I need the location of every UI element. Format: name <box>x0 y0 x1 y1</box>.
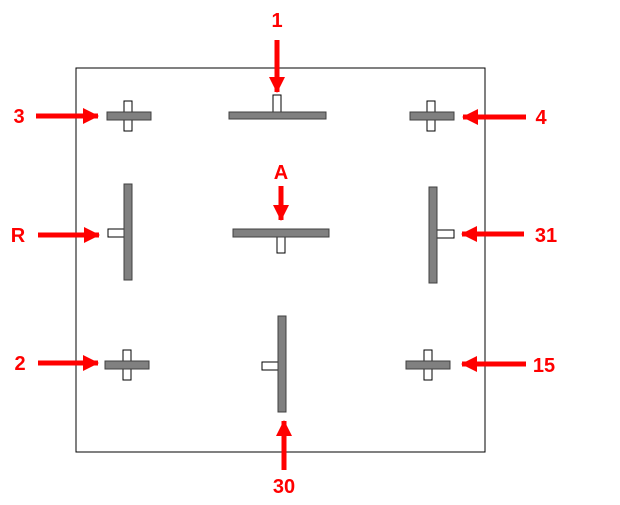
terminal-30-tab <box>261 361 280 371</box>
label-31: 31 <box>535 225 557 247</box>
terminal-r-tab <box>107 228 126 238</box>
terminal-a-tab <box>276 235 286 254</box>
label-4: 4 <box>535 107 547 129</box>
terminal-r <box>107 183 133 281</box>
label-a: A <box>274 162 288 184</box>
terminal-4 <box>409 100 455 132</box>
terminal-a <box>232 228 330 254</box>
terminal-31 <box>428 186 455 284</box>
label-r: R <box>11 225 26 247</box>
terminal-30-blade <box>277 315 287 413</box>
terminal-3-blade <box>106 111 152 121</box>
label-1: 1 <box>271 10 282 32</box>
terminal-31-blade <box>428 186 438 284</box>
terminal-1-blade <box>228 111 327 120</box>
terminal-30 <box>261 315 287 413</box>
label-30: 30 <box>273 476 295 498</box>
terminal-4-blade <box>409 111 455 121</box>
terminal-3 <box>106 100 152 132</box>
terminal-2 <box>104 349 150 381</box>
terminal-2-blade <box>104 360 150 370</box>
terminal-15-blade <box>405 360 451 370</box>
label-2: 2 <box>14 353 25 375</box>
terminal-15 <box>405 349 451 381</box>
label-3: 3 <box>13 106 24 128</box>
housing-outline <box>75 67 486 453</box>
terminal-1 <box>228 94 327 120</box>
terminal-31-tab <box>436 229 455 239</box>
terminal-1-tab <box>272 94 282 113</box>
label-15: 15 <box>533 355 555 377</box>
terminal-r-blade <box>123 183 133 281</box>
terminal-a-blade <box>232 228 330 238</box>
